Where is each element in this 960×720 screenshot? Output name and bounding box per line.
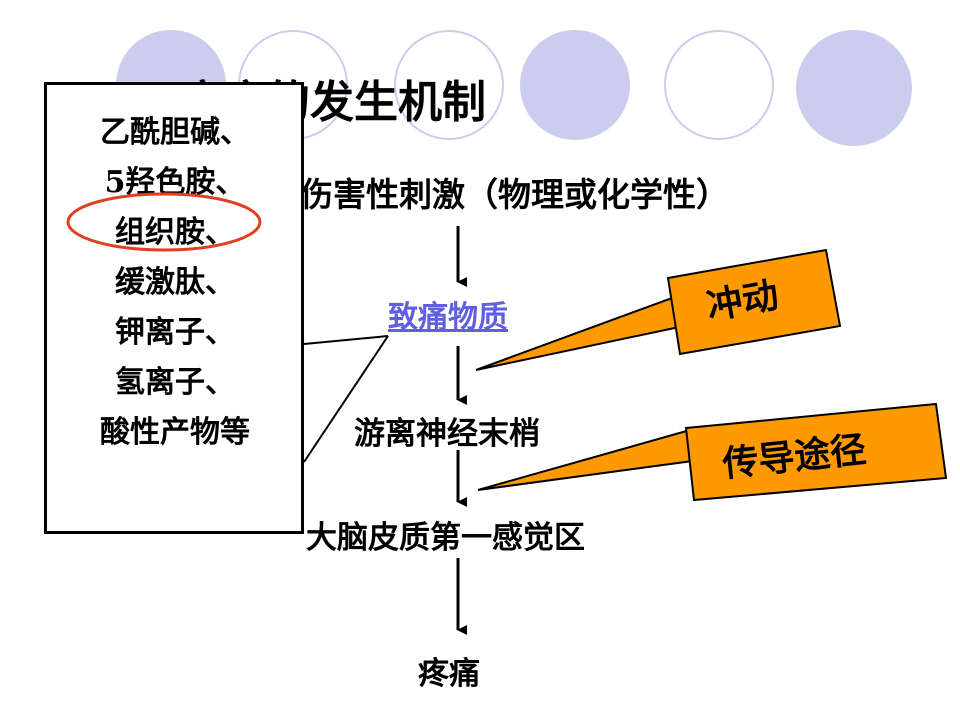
impulse-pointer — [475, 296, 686, 371]
substance-item: 缓激肽、 — [115, 265, 235, 300]
pathway-tag-box — [684, 402, 948, 502]
decor-circle — [394, 30, 504, 140]
callout-connector — [303, 335, 389, 463]
substance-item: 5羟色胺、 — [104, 165, 246, 200]
flow-cortex: 大脑皮质第一感觉区 — [306, 520, 585, 556]
flow-stimulus: 伤害性刺激（物理或化学性） — [300, 175, 729, 214]
flow-pain-substance[interactable]: 致痛物质 — [388, 300, 508, 335]
decor-circle — [520, 30, 630, 140]
flow-pain: 疼痛 — [418, 656, 480, 692]
callout-connector — [303, 335, 389, 345]
pathway-pointer — [477, 428, 702, 491]
substance-item: 钾离子、 — [115, 315, 235, 350]
substance-item: 组织胺、 — [115, 215, 235, 250]
substance-item: 酸性产物等 — [100, 415, 250, 450]
impulse-tag-box — [666, 248, 842, 356]
decor-circle — [664, 30, 774, 140]
substance-item: 氢离子、 — [115, 365, 235, 400]
substances-callout: 乙酰胆碱、 5羟色胺、 组织胺、 缓激肽、 钾离子、 氢离子、 酸性产物等 — [44, 82, 304, 534]
decor-circle — [796, 30, 912, 146]
flow-free-nerve-ending: 游离神经末梢 — [354, 416, 540, 452]
substance-item: 乙酰胆碱、 — [100, 115, 250, 150]
